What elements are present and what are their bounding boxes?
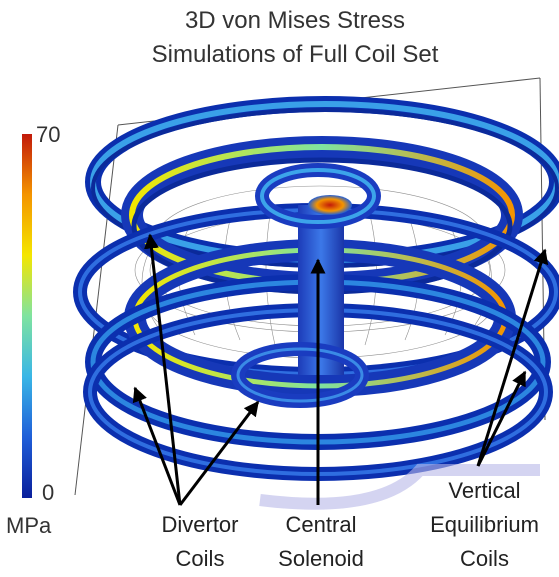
vertical-coils-label-line2: Equilibrium [430,512,539,537]
stress-colorbar [22,134,32,498]
central-solenoid-label-line2: Solenoid [278,546,364,571]
shadow-band [259,464,540,510]
central-solenoid-label: Central Solenoid [266,512,376,572]
vertical-coils-label-line1: Vertical [448,478,521,503]
central-solenoid [231,163,381,408]
colorbar-max-label: 70 [36,122,61,147]
figure-title-line1: 3D von Mises Stress [184,7,406,34]
colorbar-unit-label: MPa [6,513,52,538]
central-solenoid-label-line1: Central [285,512,357,537]
vertical-coils-label-line3: Coils [460,546,509,571]
divertor-coils-label: Divertor Coils [140,512,260,572]
divertor-coils-label-line2: Coils [175,546,225,571]
divertor-coils-label-line1: Divertor [161,512,239,537]
figure-title-line2: Simulations of Full Coil Set [151,41,439,68]
colorbar-min-label: 0 [42,480,55,505]
vertical-equilibrium-coils-label: Vertical Equilibrium Coils [412,478,557,572]
annotation-arrows [132,233,549,506]
